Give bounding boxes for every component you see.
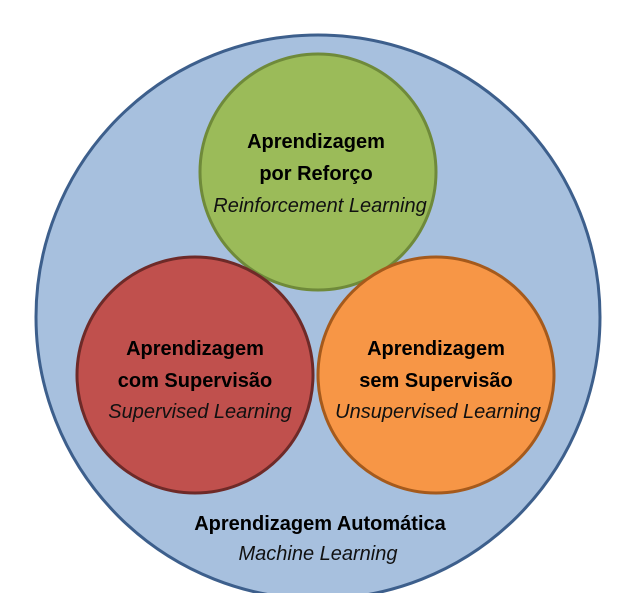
outer-title: Aprendizagem Automática: [194, 513, 446, 535]
reinforcement-title-line1: Aprendizagem: [247, 131, 385, 153]
supervised-title-line2: com Supervisão: [118, 370, 273, 392]
circle-supervised-learning: [75, 255, 315, 495]
reinforcement-title-line2: por Reforço: [259, 163, 372, 185]
reinforcement-subtitle: Reinforcement Learning: [213, 195, 426, 217]
supervised-title-line1: Aprendizagem: [126, 338, 264, 360]
circle-unsupervised-learning: [316, 255, 556, 495]
unsupervised-title-line1: Aprendizagem: [367, 338, 505, 360]
circle-reinforcement-learning: [198, 52, 438, 292]
unsupervised-title-line2: sem Supervisão: [359, 370, 512, 392]
unsupervised-subtitle: Unsupervised Learning: [335, 401, 541, 423]
supervised-subtitle: Supervised Learning: [108, 401, 291, 423]
outer-subtitle: Machine Learning: [239, 543, 398, 565]
